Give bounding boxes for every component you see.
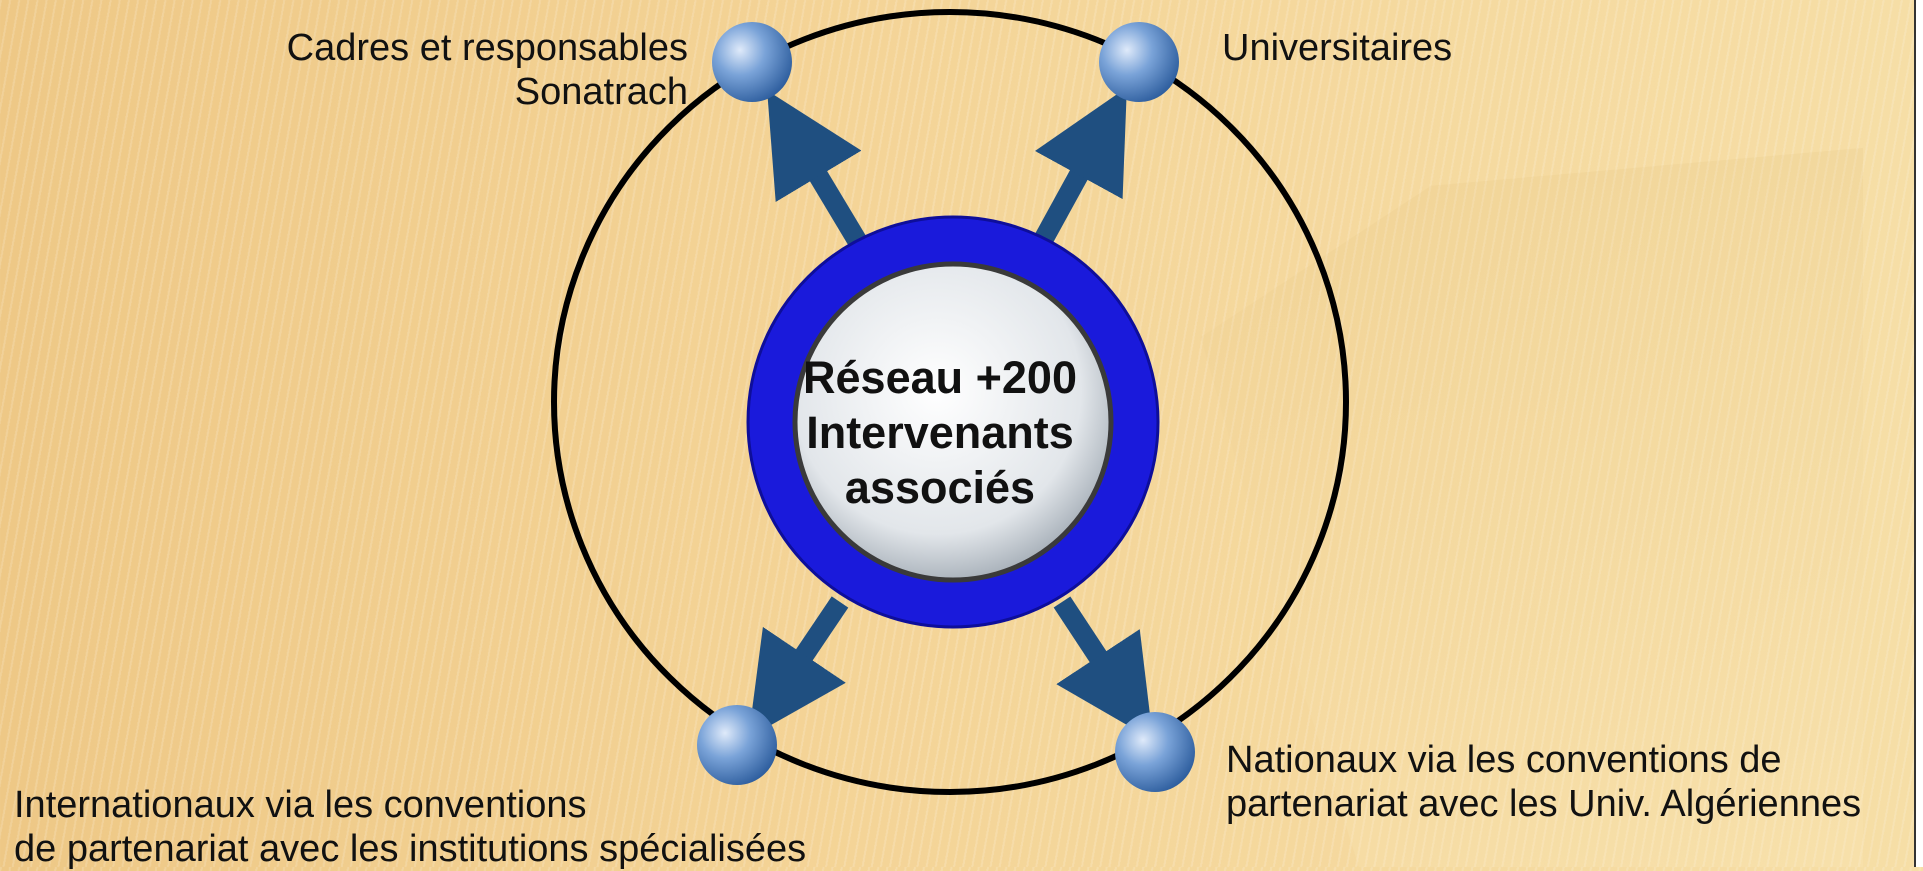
label-top-right: Universitaires [1222, 26, 1452, 70]
center-label: Réseau +200 Intervenants associés [790, 350, 1090, 515]
node-bottom-right [1115, 712, 1195, 792]
center-line-1: Réseau +200 [803, 352, 1077, 403]
label-bottom-left: Internationaux via les conventions de pa… [14, 783, 806, 871]
arrow-bottom-left [748, 596, 849, 738]
node-top-right [1099, 22, 1179, 102]
label-top-left: Cadres et responsables Sonatrach [218, 26, 688, 114]
label-bottom-left-line-1: Internationaux via les conventions [14, 784, 587, 826]
node-top-left [712, 22, 792, 102]
label-bottom-right: Nationaux via les conventions de partena… [1226, 738, 1912, 826]
outer-ring [551, 9, 1349, 795]
label-top-right-line-1: Universitaires [1222, 27, 1453, 69]
right-border [1914, 0, 1923, 867]
center-line-2: Intervenants [806, 407, 1074, 458]
arrow-bottom-right [1053, 596, 1154, 741]
label-top-left-line-1: Cadres et responsables [286, 27, 688, 69]
label-top-left-line-2: Sonatrach [514, 71, 688, 113]
label-bottom-right-line-2: partenariat avec les Univ. Algériennes [1226, 783, 1862, 825]
center-line-3: associés [844, 462, 1036, 513]
label-bottom-left-line-2: de partenariat avec les institutions spé… [14, 828, 807, 870]
arrow-top-right [1033, 87, 1127, 247]
hub-inner-circle [792, 261, 1114, 583]
arrow-top-left [767, 90, 867, 248]
label-bottom-right-line-1: Nationaux via les conventions de [1226, 739, 1782, 781]
node-bottom-left [697, 705, 777, 785]
